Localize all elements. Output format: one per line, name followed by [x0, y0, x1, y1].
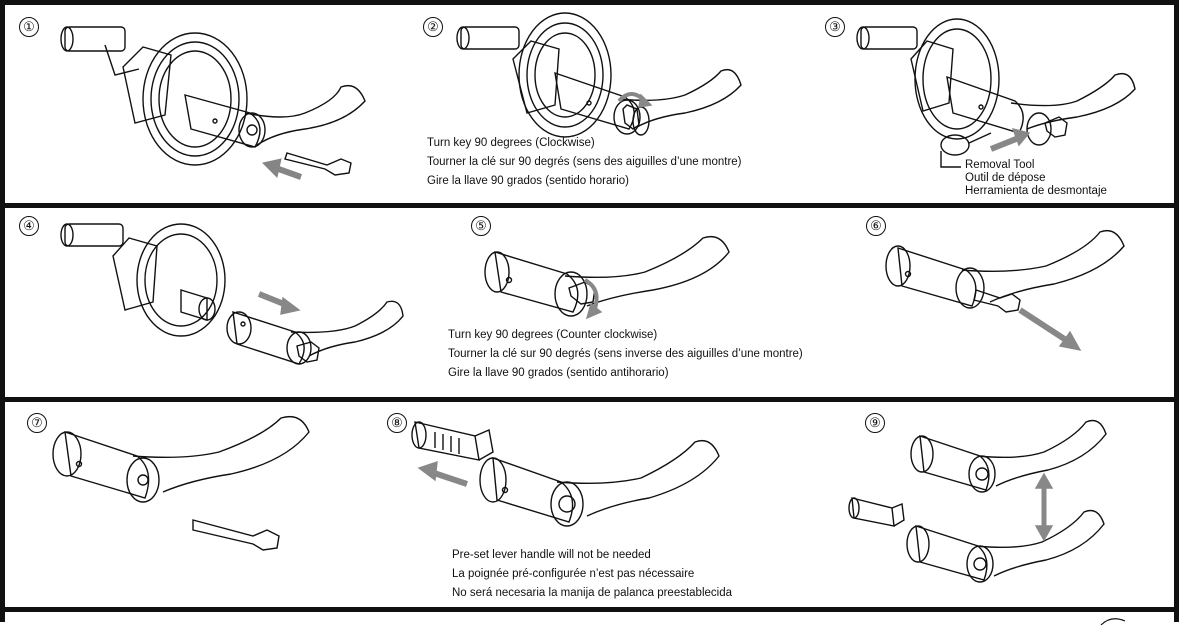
step-2-illustration — [456, 12, 742, 138]
caption-line-en: Turn key 90 degrees (Counter clockwise) — [448, 329, 658, 341]
step-1-illustration — [60, 26, 366, 180]
right-rule — [1174, 0, 1179, 622]
step-6-illustration — [885, 229, 1125, 351]
step-3-panel: ③ — [815, 5, 1174, 203]
caption-line-fr: Tourner la clé sur 90 degrés (sens des a… — [427, 156, 742, 168]
top-rule — [0, 0, 1179, 5]
step-5-caption: Turn key 90 degrees (Counter clockwise) … — [448, 326, 803, 383]
row-1: ① — [5, 5, 1174, 203]
tool-label-es: Herramienta de desmontaje — [965, 185, 1107, 197]
row-2: ④ — [5, 208, 1174, 397]
step-1-panel: ① — [5, 5, 395, 203]
step-8-caption: Pre-set lever handle will not be needed … — [452, 546, 732, 603]
caption-line-es: Gire la llave 90 grados (sentido antihor… — [448, 367, 669, 379]
caption-line-fr: La poignée pré-configurée n’est pas néce… — [452, 568, 695, 580]
step-4-panel: ④ — [5, 208, 435, 397]
row-3: ⑦ ⑧ — [5, 402, 1174, 607]
step-number-6: ⑥ — [866, 216, 886, 236]
left-rule — [0, 0, 5, 622]
step-5-panel: ⑤ Turn key 90 degrees (Counter clockwise… — [445, 208, 875, 397]
tool-label-fr: Outil de dépose — [965, 172, 1046, 184]
step-number-1: ① — [19, 17, 39, 37]
step-7-illustration — [52, 415, 310, 551]
step-3-illustration — [856, 18, 1136, 168]
step-4-illustration — [60, 223, 404, 365]
step-2-panel: ② Turn key 90 degrees (Cloc — [405, 5, 805, 203]
step-5-illustration — [484, 235, 730, 320]
step-9-illustration — [848, 419, 1107, 583]
step-6-panel: ⑥ — [850, 208, 1174, 397]
caption-line-es: Gire la llave 90 grados (sentido horario… — [427, 175, 629, 187]
caption-line-en: Turn key 90 degrees (Clockwise) — [427, 137, 595, 149]
tool-label-en: Removal Tool — [965, 159, 1035, 171]
step-number-7: ⑦ — [27, 413, 47, 433]
step-8-illustration — [411, 421, 720, 527]
partial-next-figure — [1100, 618, 1126, 626]
row-divider-1 — [0, 203, 1179, 208]
caption-line-es: No será necesaria la manija de palanca p… — [452, 587, 733, 599]
step-9-panel: ⑨ — [830, 402, 1174, 607]
row-divider-3 — [0, 607, 1179, 612]
next-section-strip — [5, 612, 1174, 626]
step-7-panel: ⑦ — [5, 402, 365, 607]
removal-tool-label: Removal Tool Outil de dépose Herramienta… — [965, 159, 1107, 198]
step-number-3: ③ — [825, 17, 845, 37]
step-2-caption: Turn key 90 degrees (Clockwise) Tourner … — [427, 134, 742, 191]
step-number-5: ⑤ — [471, 216, 491, 236]
step-number-4: ④ — [19, 216, 39, 236]
step-number-2: ② — [423, 17, 443, 37]
step-number-8: ⑧ — [387, 413, 407, 433]
caption-line-fr: Tourner la clé sur 90 degrés (sens inver… — [448, 348, 803, 360]
step-8-panel: ⑧ Pre-set lever handle will not be n — [375, 402, 825, 607]
step-number-9: ⑨ — [865, 413, 885, 433]
row-divider-2 — [0, 397, 1179, 402]
caption-line-en: Pre-set lever handle will not be needed — [452, 549, 651, 561]
